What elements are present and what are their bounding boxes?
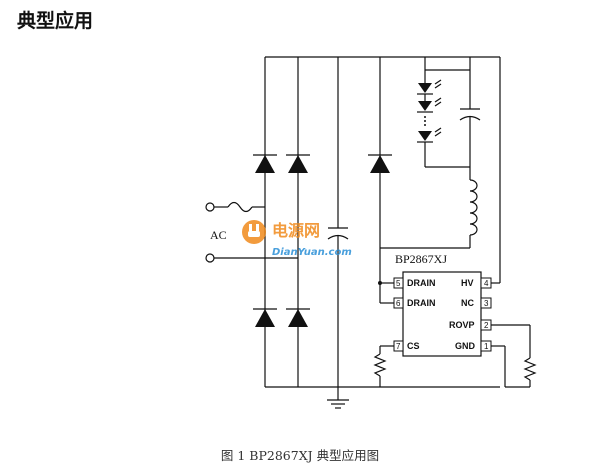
- pin-hv: 4 HV: [461, 277, 492, 289]
- led-string: [417, 57, 470, 168]
- pin-drain-6: 6 DRAIN: [393, 297, 436, 309]
- svg-text:6: 6: [396, 299, 401, 308]
- ground-icon: [327, 399, 349, 409]
- controller-ic: BP2867XJ 5 DRAIN 6 DRAIN 7 CS 4 HV 3 NC: [393, 252, 492, 357]
- svg-text:HV: HV: [461, 278, 474, 288]
- cs-resistor: [373, 345, 394, 387]
- fuse: [214, 201, 265, 213]
- pin-rovp: 2 ROVP: [449, 319, 492, 331]
- svg-text:7: 7: [396, 342, 401, 351]
- figure-caption: 图 1 BP2867XJ 典型应用图: [220, 448, 380, 463]
- gnd-wiring: [491, 345, 530, 388]
- rovp-resistor: [491, 324, 537, 387]
- watermark-logo: 电源网 DianYuan.com: [242, 220, 352, 258]
- svg-text:3: 3: [484, 299, 489, 308]
- bridge-rectifier: [253, 57, 310, 387]
- diode-d1: [253, 154, 277, 173]
- ac-input: AC: [205, 201, 298, 263]
- svg-text:ROVP: ROVP: [449, 320, 475, 330]
- chip-body: [402, 271, 482, 357]
- led-ellipsis: [424, 116, 426, 126]
- page-title: 典型应用: [17, 10, 94, 32]
- pin-nc: 3 NC: [461, 297, 492, 309]
- svg-text:NC: NC: [461, 298, 474, 308]
- pin-cs: 7 CS: [393, 340, 420, 352]
- pin-drain-5: 5 DRAIN: [393, 277, 436, 289]
- svg-text:CS: CS: [407, 341, 420, 351]
- led-3: [417, 127, 442, 143]
- svg-text:DRAIN: DRAIN: [407, 298, 436, 308]
- pin-gnd: 1 GND: [455, 340, 492, 352]
- svg-text:GND: GND: [455, 341, 476, 351]
- led-2: [417, 97, 442, 113]
- led-1: [417, 79, 442, 95]
- diode-d4: [286, 308, 310, 327]
- diode-d3: [253, 308, 277, 327]
- watermark-text: 电源网: [272, 221, 320, 240]
- inductor: [380, 179, 478, 249]
- watermark-subtext: DianYuan.com: [272, 247, 352, 258]
- chip-name: BP2867XJ: [395, 252, 447, 266]
- svg-text:2: 2: [484, 321, 489, 330]
- freewheel-diode: [368, 57, 392, 283]
- hv-feed: [491, 57, 501, 284]
- svg-text:DRAIN: DRAIN: [407, 278, 436, 288]
- bulk-capacitor: [327, 57, 349, 400]
- svg-text:4: 4: [484, 279, 489, 288]
- drain-wiring: [378, 281, 394, 304]
- svg-text:5: 5: [396, 279, 401, 288]
- output-capacitor: [425, 57, 481, 180]
- svg-text:1: 1: [484, 342, 489, 351]
- diode-d2: [286, 154, 310, 173]
- ac-label: AC: [210, 228, 227, 242]
